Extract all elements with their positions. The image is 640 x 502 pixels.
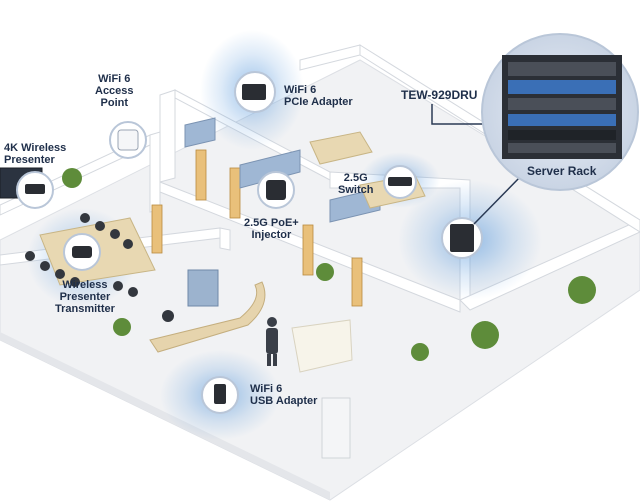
label-line: PCIe Adapter — [284, 96, 353, 108]
transmitter-label: Wireless Presenter Transmitter — [55, 279, 115, 315]
presenter-4k-label: 4K Wireless Presenter — [4, 142, 66, 166]
plant-icon — [471, 321, 499, 349]
reception-desk — [149, 281, 266, 353]
label-line: 2.5G PoE+ — [244, 217, 299, 229]
usb-adapter-device — [214, 384, 226, 404]
label-line: WiFi 6 — [250, 383, 283, 395]
label-line: Injector — [251, 229, 292, 241]
plant-icon — [113, 318, 131, 336]
poe-injector-device — [266, 180, 286, 200]
rack-callout-line — [473, 174, 523, 225]
label-line: Transmitter — [55, 303, 115, 315]
label-line: 2.5G — [343, 172, 368, 184]
wifi6-access-point-label: WiFi 6 Access Point — [95, 73, 134, 109]
chairs — [25, 213, 174, 322]
rack-illustration — [502, 55, 622, 159]
door — [151, 204, 163, 254]
transmitter-device — [72, 246, 92, 258]
door — [302, 224, 314, 276]
switch-device — [388, 177, 412, 186]
doors — [151, 149, 363, 459]
label-line: WiFi 6 — [98, 73, 131, 85]
person-icon — [266, 317, 278, 366]
poe-injector-label: 2.5G PoE+ Injector — [244, 217, 299, 241]
door — [321, 397, 351, 459]
label-line: Access — [95, 85, 134, 97]
plant-icon — [568, 276, 596, 304]
switch-label: 2.5G Switch — [338, 172, 373, 196]
server-rack-device — [450, 224, 474, 252]
lobby-sofa — [291, 319, 353, 373]
door — [351, 257, 363, 307]
access-point-device — [117, 129, 139, 151]
sofa-icon — [239, 149, 301, 189]
pcie-card — [242, 84, 266, 100]
cabinet — [187, 269, 219, 307]
floor-front-edge — [0, 332, 330, 500]
label-line: Switch — [338, 184, 374, 196]
plant-icon — [411, 343, 429, 361]
label-line: USB Adapter — [250, 395, 318, 407]
label-line: Presenter — [4, 154, 55, 166]
label-line: 4K Wireless — [4, 142, 67, 154]
callout-line — [431, 104, 498, 125]
label-line: Point — [100, 97, 129, 109]
label-line: Wireless — [62, 279, 108, 291]
plants — [62, 168, 596, 361]
server-rack-label: Server Rack — [527, 164, 597, 178]
presenter-device — [25, 184, 45, 194]
door — [195, 149, 207, 201]
label-line: Presenter — [59, 291, 111, 303]
door — [229, 167, 241, 219]
usb-adapter-label: WiFi 6 USB Adapter — [250, 383, 317, 407]
plant-icon — [316, 263, 334, 281]
rack-model-label: TEW-929DRU — [401, 88, 478, 102]
sofa-icon — [184, 117, 216, 148]
label-line: WiFi 6 — [284, 84, 317, 96]
plant-icon — [62, 168, 82, 188]
wifi6-pcie-adapter-label: WiFi 6 PCIe Adapter — [284, 84, 353, 108]
